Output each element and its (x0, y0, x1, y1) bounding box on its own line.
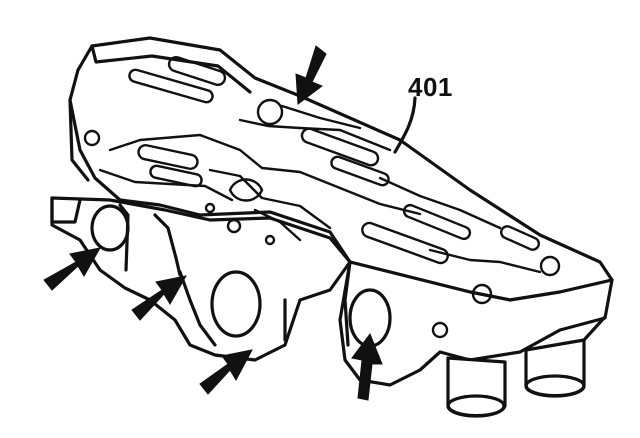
arrow-top (295, 45, 327, 105)
bore-2 (210, 270, 262, 338)
fluid-passages (98, 56, 561, 305)
callout-leader-line (393, 96, 417, 154)
bottom-cylinders (446, 316, 606, 418)
arrow-bottom-left (199, 349, 253, 395)
arrow-bottom-right (351, 332, 383, 401)
back-wall-edge (90, 44, 252, 94)
callout-label-401: 401 (408, 72, 453, 102)
valve-body-right-face (338, 260, 614, 387)
arrow-left-2 (131, 275, 187, 321)
bolt-hole (431, 321, 449, 339)
arrow-left-1 (43, 247, 101, 291)
bolt-hole (83, 129, 101, 147)
left-wall-edge (68, 98, 90, 182)
